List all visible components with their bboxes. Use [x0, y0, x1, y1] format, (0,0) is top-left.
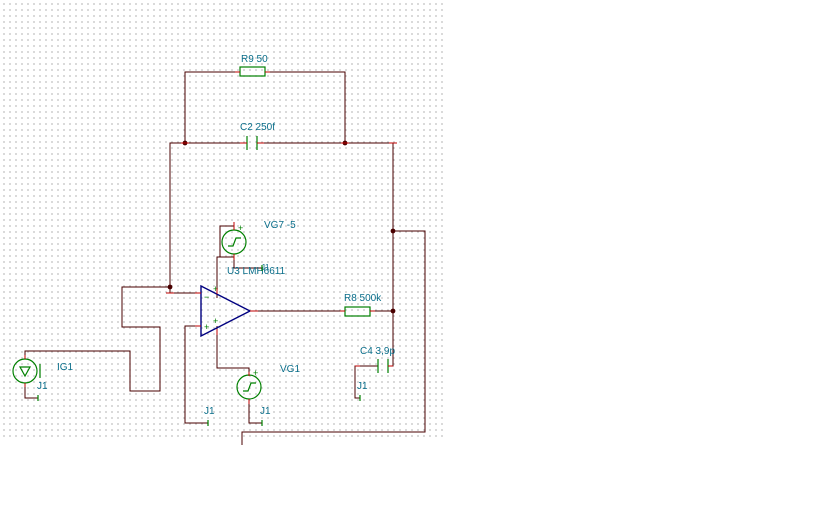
r9-label: R9 50: [241, 54, 268, 65]
u3-supply-plus-sign: +: [213, 284, 218, 294]
u3-supply-plus-sign-2: +: [213, 316, 218, 326]
c4-label: C4 3,9p: [360, 346, 395, 357]
vg1-j1-label: J1: [260, 406, 271, 417]
resistor-r9[interactable]: R9 50: [235, 54, 270, 77]
jumper-j1-left[interactable]: J1: [204, 406, 215, 417]
node: [167, 284, 173, 290]
u3-plus-sign: +: [204, 322, 209, 332]
ig1-j1-label: J1: [37, 381, 48, 392]
voltage-source-vg7[interactable]: + VG7 -5: [221, 220, 296, 255]
u3-j1-label: J1: [261, 263, 270, 272]
ig1-label: IG1: [57, 362, 74, 373]
j1-left-label: J1: [204, 406, 215, 417]
r8-label: R8 500k: [344, 293, 382, 304]
u3-label: U3 LMH6611: [227, 266, 286, 277]
resistor-r8[interactable]: R8 500k: [340, 293, 382, 317]
opamp-u3[interactable]: − + + + U3 LMH6611 J1: [195, 263, 286, 338]
vg1-plus-sign: +: [253, 368, 258, 378]
c4-j1-label: J1: [357, 381, 368, 392]
u3-minus-sign: −: [204, 292, 209, 302]
vg7-label: VG7 -5: [264, 220, 296, 231]
vg1-label: VG1: [280, 364, 300, 375]
vg7-plus-sign: +: [238, 223, 243, 233]
capacitor-c4[interactable]: C4 3,9p J1: [357, 346, 395, 392]
c2-label: C2 250f: [240, 122, 275, 133]
pin-ticks: [24, 142, 397, 404]
voltage-source-vg1[interactable]: + VG1 J1: [236, 364, 300, 417]
wires: [24, 71, 426, 445]
capacitor-c2[interactable]: C2 250f: [240, 122, 275, 150]
schematic-grid: [0, 0, 445, 440]
node: [390, 228, 396, 234]
current-source-ig1[interactable]: IG1 J1: [12, 358, 74, 392]
ground-terminals: [37, 265, 361, 426]
node: [390, 308, 396, 314]
